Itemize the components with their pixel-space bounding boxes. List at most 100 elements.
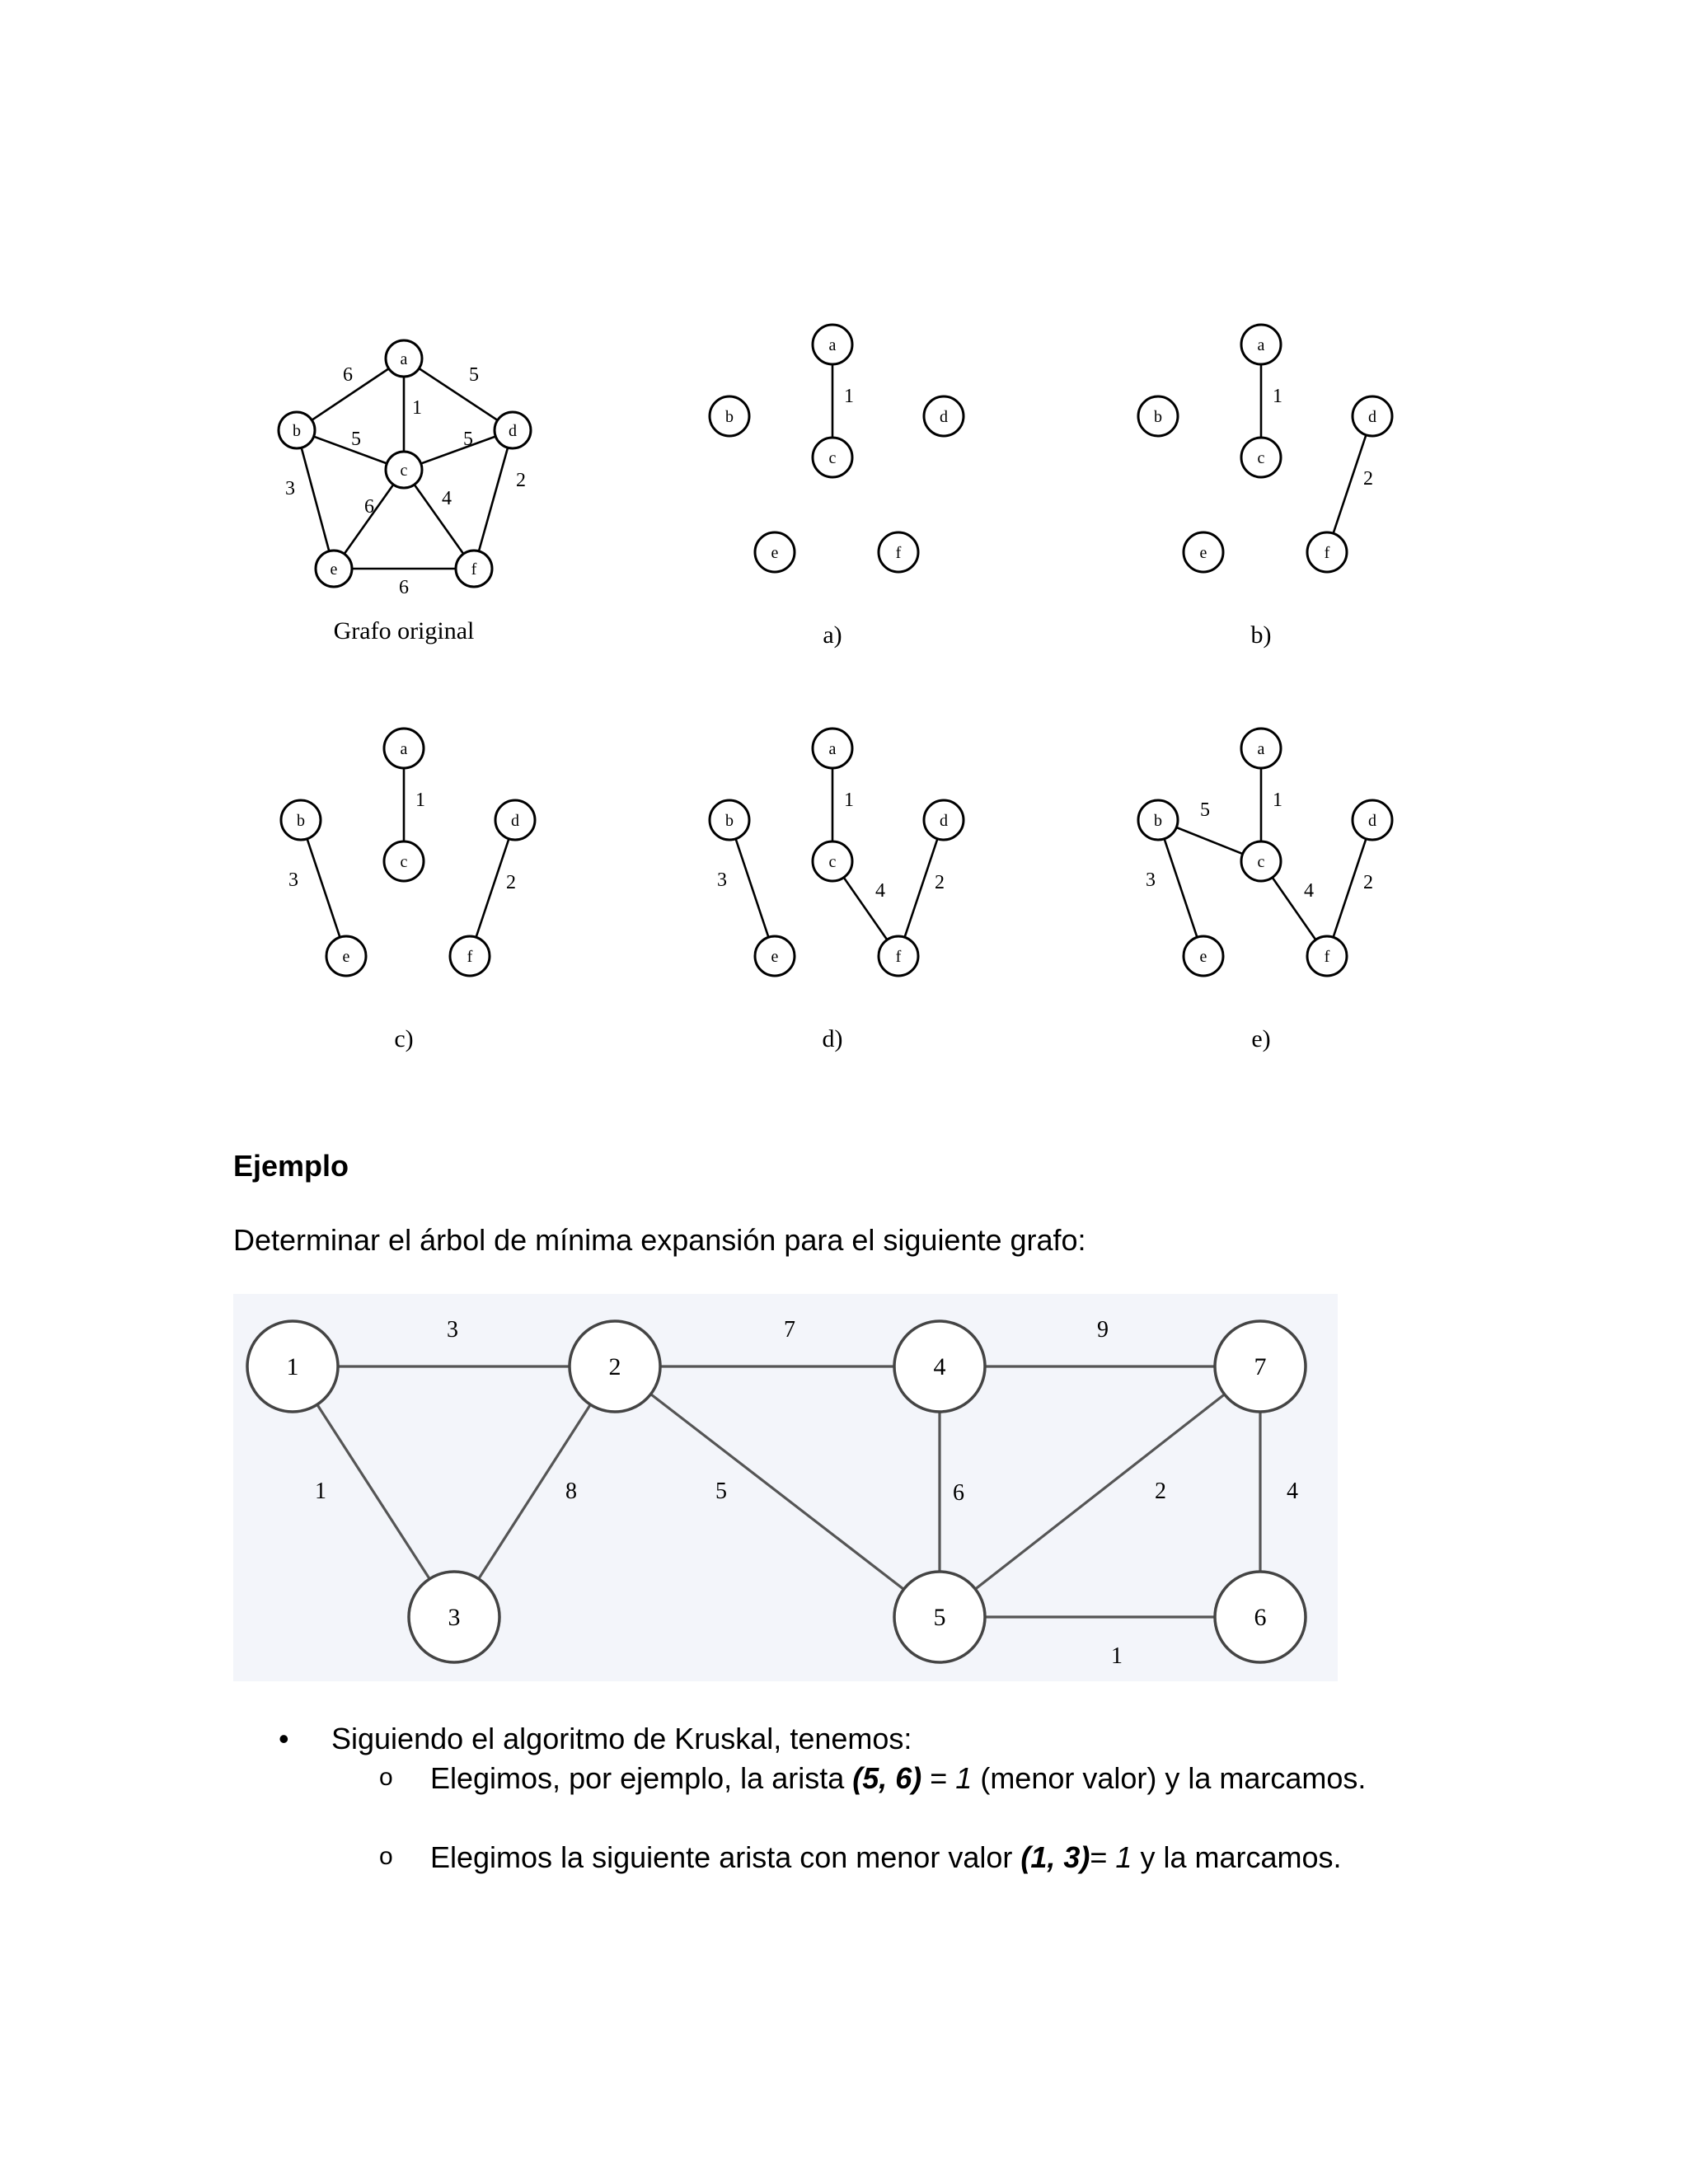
svg-text:2: 2 [609, 1353, 621, 1380]
edge-b-e [728, 819, 776, 957]
list-item-kruskal: Siguiendo el algoritmo de Kruskal, tenem… [331, 1722, 912, 1755]
edge-weight-d-f: 2 [1363, 872, 1373, 893]
node-d: d [922, 799, 965, 841]
edge-weight-a-c: 1 [1273, 386, 1282, 407]
svg-text:7: 7 [1254, 1353, 1267, 1380]
node-3: 3 [407, 1570, 501, 1664]
svg-text:e: e [331, 560, 338, 579]
node-a: a [811, 323, 854, 366]
edge-weight-a-c: 1 [412, 397, 422, 419]
figure-caption: a) [823, 621, 842, 649]
bullet-marker: • [279, 1722, 289, 1755]
sub-item-2-edge: (1, 3) [1020, 1840, 1090, 1874]
edge-weight-2-3: 8 [565, 1479, 577, 1504]
edge-c-e [332, 469, 406, 569]
edge-weight-7-6: 4 [1287, 1479, 1298, 1504]
svg-text:e: e [1200, 948, 1207, 966]
svg-text:c: c [1258, 853, 1265, 871]
node-c: c [811, 840, 854, 883]
edge-weight-b-e: 3 [288, 869, 298, 891]
svg-text:d: d [511, 812, 519, 830]
node-e: e [314, 549, 354, 588]
edge-weight-c-f: 4 [875, 880, 885, 902]
node-d: d [922, 395, 965, 438]
node-e: e [1182, 935, 1225, 977]
edge-weight-7-5: 2 [1155, 1479, 1166, 1504]
node-4: 4 [893, 1319, 987, 1413]
figure-caption: e) [1251, 1025, 1270, 1052]
node-e: e [1182, 531, 1225, 574]
svg-text:a: a [829, 740, 837, 758]
svg-text:d: d [509, 422, 517, 440]
svg-text:b: b [725, 812, 734, 830]
edge-weight-e-f: 6 [399, 577, 409, 598]
edge-weight-b-c: 5 [1200, 799, 1210, 821]
node-b: b [1137, 799, 1179, 841]
svg-text:e: e [343, 948, 350, 966]
example-graph-background [233, 1294, 1338, 1681]
node-c: c [384, 450, 424, 490]
sub-marker-1: o [379, 1764, 393, 1791]
node-b: b [277, 410, 316, 450]
edge-weight-2-5: 5 [715, 1479, 727, 1504]
svg-text:c: c [829, 449, 837, 467]
node-c: c [382, 840, 425, 883]
sub-item-1-text-b: (menor valor) y la marcamos. [972, 1761, 1367, 1795]
node-c: c [1240, 840, 1282, 883]
edge-d-f [468, 819, 517, 957]
svg-text:a: a [1258, 336, 1265, 354]
node-e: e [753, 531, 796, 574]
edge-weight-c-d: 5 [463, 429, 473, 450]
edge-7-5 [939, 1365, 1261, 1619]
edge-2-3 [452, 1366, 617, 1618]
svg-text:d: d [1368, 812, 1376, 830]
section-heading: Ejemplo [233, 1149, 349, 1183]
node-f: f [1306, 935, 1348, 977]
node-f: f [877, 531, 920, 574]
svg-text:d: d [1368, 408, 1376, 426]
svg-text:a: a [1258, 740, 1265, 758]
edge-weight-2-4: 7 [784, 1317, 795, 1343]
edge-weight-a-c: 1 [844, 790, 854, 811]
edge-weight-d-f: 2 [935, 872, 945, 893]
edge-weight-b-c: 5 [351, 429, 361, 450]
sub-item-2-eq: = [1090, 1840, 1116, 1874]
svg-text:b: b [1154, 812, 1162, 830]
edge-a-b [296, 357, 405, 432]
sub-item-1: Elegimos, por ejemplo, la arista (5, 6) … [430, 1759, 1446, 1798]
edge-weight-c-f: 4 [1304, 880, 1314, 902]
node-a: a [1240, 323, 1282, 366]
svg-text:e: e [771, 544, 779, 562]
edge-a-d [403, 357, 513, 432]
sub-item-1-text-a: Elegimos, por ejemplo, la arista [430, 1761, 853, 1795]
svg-text:f: f [467, 948, 473, 966]
svg-text:b: b [1154, 408, 1162, 426]
node-b: b [279, 799, 322, 841]
sub-marker-2: o [379, 1843, 393, 1870]
svg-text:b: b [293, 422, 301, 440]
node-b: b [708, 395, 751, 438]
figure-caption: d) [823, 1025, 843, 1052]
edge-d-f [472, 429, 514, 569]
edge-weight-a-d: 5 [469, 364, 479, 386]
node-a: a [382, 727, 425, 770]
edge-weight-a-c: 1 [844, 386, 854, 407]
edge-1-3 [291, 1366, 456, 1618]
edge-b-e [295, 429, 335, 569]
node-5: 5 [893, 1570, 987, 1664]
svg-text:4: 4 [934, 1353, 946, 1380]
sub-item-2-text-b: y la marcamos. [1132, 1840, 1342, 1874]
svg-text:f: f [471, 560, 477, 579]
node-a: a [1240, 727, 1282, 770]
edge-weight-a-b: 6 [343, 364, 353, 386]
edge-weight-d-f: 2 [506, 872, 516, 893]
svg-text:c: c [1258, 449, 1265, 467]
figure-caption: c) [394, 1025, 413, 1052]
node-7: 7 [1213, 1319, 1307, 1413]
svg-text:d: d [940, 408, 948, 426]
sub-item-2-value: 1 [1115, 1840, 1132, 1874]
